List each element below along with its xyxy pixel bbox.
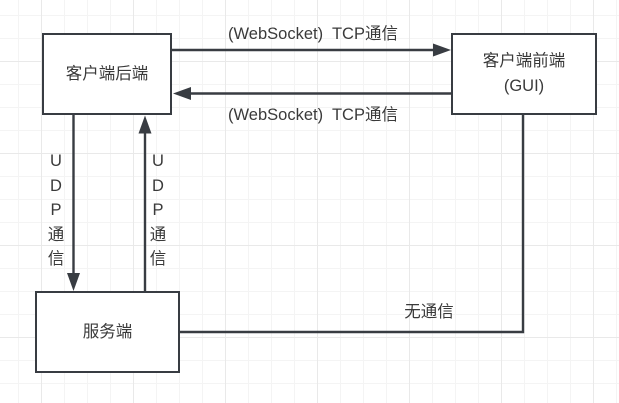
edge-label-no-comm: 无通信 bbox=[404, 303, 454, 321]
edge-label-tcp-backend-to-frontend: (WebSocket) TCP通信 bbox=[228, 25, 398, 43]
edge-label-tcp-frontend-to-backend: (WebSocket) TCP通信 bbox=[228, 106, 398, 124]
node-client-backend: 客户端后端 bbox=[42, 33, 172, 115]
arrowhead-left-icon bbox=[173, 87, 191, 100]
arrowhead-right-icon bbox=[433, 43, 451, 57]
edge-label-udp-backend-to-server: UDP通信 bbox=[47, 152, 65, 268]
node-client-frontend-label: 客户端前端 bbox=[482, 52, 566, 70]
node-client-frontend-sublabel: (GUI) bbox=[503, 77, 545, 95]
edge-no-comm-line bbox=[179, 114, 525, 334]
arrowhead-down-icon bbox=[67, 273, 80, 291]
node-client-backend-label: 客户端后端 bbox=[65, 64, 149, 83]
node-server: 服务端 bbox=[35, 291, 180, 373]
edge-label-udp-server-to-backend: UDP通信 bbox=[149, 152, 167, 268]
node-client-frontend: 客户端前端 (GUI) bbox=[451, 33, 597, 115]
arrowhead-up-icon bbox=[138, 115, 152, 134]
node-server-label: 服务端 bbox=[82, 322, 133, 341]
